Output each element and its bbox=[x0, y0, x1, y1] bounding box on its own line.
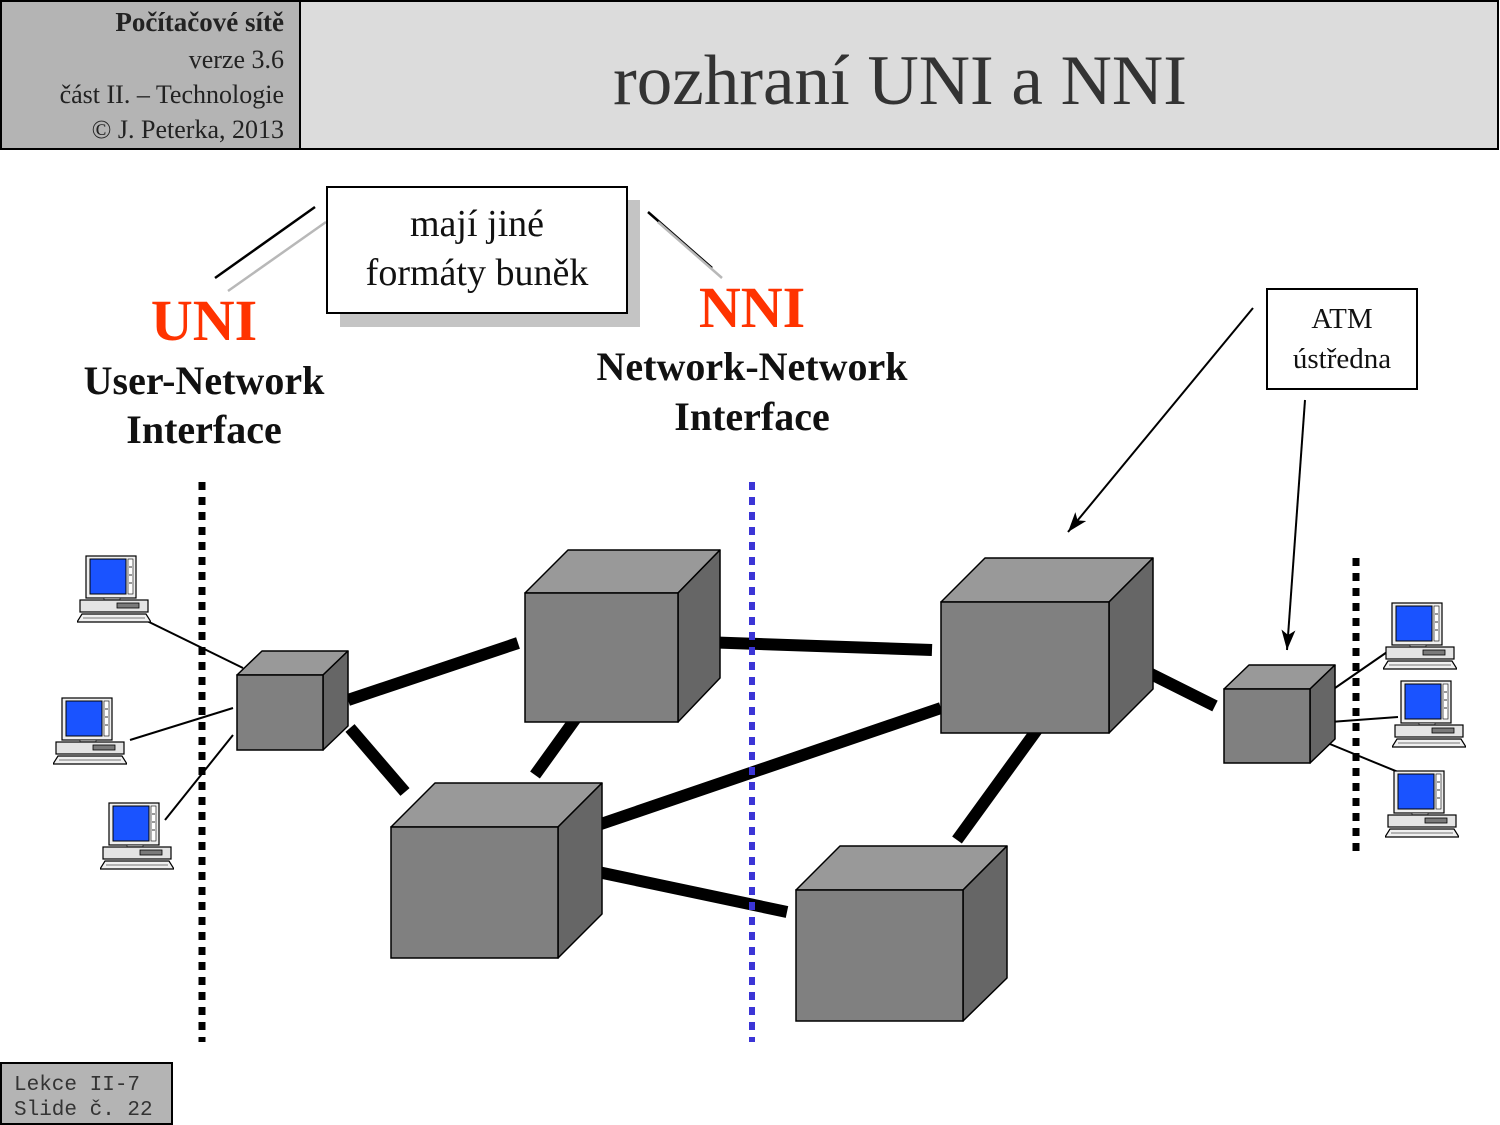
atm-label-box bbox=[1266, 288, 1418, 390]
trunk-link bbox=[346, 637, 520, 706]
access-line bbox=[144, 619, 244, 669]
trunk-link bbox=[1144, 666, 1218, 712]
access-line bbox=[164, 734, 234, 821]
atm-switch-cube bbox=[390, 782, 603, 959]
title-box bbox=[299, 0, 1499, 150]
callout-pointer-uni bbox=[214, 205, 316, 280]
access-line bbox=[129, 707, 234, 741]
slide-footer: Lekce II-7 Slide č. 22 bbox=[0, 1062, 173, 1125]
callout-pointer-nni-shadow bbox=[657, 221, 723, 279]
trunk-link bbox=[345, 724, 410, 796]
computer-icon bbox=[77, 555, 151, 623]
atm-switch-cube bbox=[1223, 664, 1336, 764]
atm-switch-cube bbox=[524, 549, 721, 723]
uni-label: UNI User-Network Interface bbox=[84, 288, 325, 452]
slide-number: Slide č. 22 bbox=[14, 1099, 153, 1122]
copyright-label: © J. Peterka, 2013 bbox=[92, 115, 284, 144]
course-name: Počítačové sítě bbox=[115, 7, 284, 37]
callout-line-2: formáty buněk bbox=[366, 252, 589, 294]
nni-name-line-1: Network-Network bbox=[596, 344, 908, 389]
atm-switch-cube bbox=[940, 557, 1154, 734]
nni-name-line-2: Interface bbox=[674, 394, 829, 439]
course-info-box bbox=[0, 0, 301, 150]
part-label: část II. – Technologie bbox=[60, 80, 284, 109]
atm-switch-cube bbox=[236, 650, 349, 751]
callout-box bbox=[326, 186, 628, 314]
lecture-label: Lekce II-7 bbox=[14, 1074, 140, 1097]
access-line bbox=[1329, 716, 1399, 723]
computer-icon bbox=[1383, 602, 1457, 670]
atm-label-line-2: ústředna bbox=[1293, 343, 1391, 375]
trunk-link bbox=[596, 866, 789, 918]
computer-icon bbox=[1392, 680, 1466, 748]
version-label: verze 3.6 bbox=[189, 45, 284, 74]
nni-abbreviation: NNI bbox=[699, 275, 805, 340]
computer-icon bbox=[53, 697, 127, 765]
arrow-to-core-switch bbox=[1067, 307, 1254, 533]
arrow-to-edge-switch bbox=[1281, 399, 1306, 651]
callout: mají jiné formáty buněk bbox=[214, 186, 723, 327]
uni-abbreviation: UNI bbox=[151, 288, 257, 353]
slide-header: Počítačové sítě verze 3.6 část II. – Tec… bbox=[0, 0, 1499, 150]
trunk-link bbox=[701, 636, 933, 656]
atm-switch-cube bbox=[795, 845, 1008, 1022]
callout-line-1: mají jiné bbox=[410, 203, 544, 245]
access-line bbox=[1324, 741, 1399, 773]
uni-name-line-1: User-Network bbox=[84, 358, 325, 403]
slide-title: rozhraní UNI a NNI bbox=[613, 42, 1187, 120]
trunk-link bbox=[596, 702, 943, 831]
uni-name-line-2: Interface bbox=[126, 407, 281, 452]
callout-pointer-uni-shadow bbox=[227, 220, 327, 293]
atm-switch-label: ATM ústředna bbox=[1067, 288, 1418, 651]
footer-box bbox=[0, 1062, 173, 1125]
computer-icon bbox=[1385, 770, 1459, 838]
atm-label-line-1: ATM bbox=[1311, 303, 1372, 335]
nni-label: NNI Network-Network Interface bbox=[596, 275, 908, 439]
computer-icon bbox=[100, 802, 174, 870]
